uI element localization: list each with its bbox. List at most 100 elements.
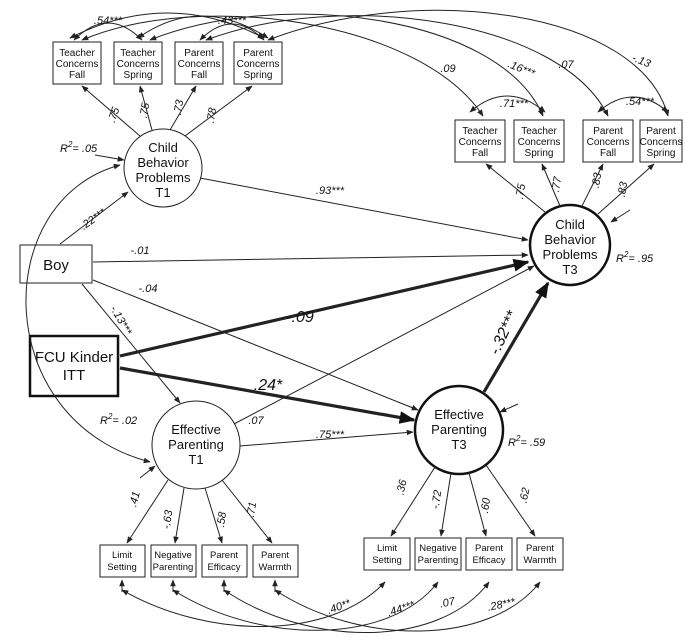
r2-cbp-t1-value: = .05 xyxy=(72,143,98,155)
ep3-efficacy-line2: Efficacy xyxy=(472,555,505,566)
path-label-ep1-ep3: .75*** xyxy=(316,429,345,441)
path-label-boy-cbp3: -.01 xyxy=(131,245,150,257)
load-cbp1-ts xyxy=(138,85,153,131)
cbp-t3-line1: Child xyxy=(555,217,585,232)
load-label-ep3-neg: -.72 xyxy=(430,489,445,509)
load-ep1-limit xyxy=(126,479,169,544)
cov-arc-t3-teacher xyxy=(469,95,546,113)
ep3-limit-box: Limit Setting xyxy=(363,537,411,571)
load-label-cbp3-pf: .83 xyxy=(590,171,605,189)
disturbance-ep1 xyxy=(139,465,156,479)
load-ep1-warm xyxy=(221,479,273,544)
load-ep3-neg xyxy=(439,472,452,537)
ep-t1-line1: Effective xyxy=(171,422,221,437)
t3-parent-fall-line2: Concerns xyxy=(587,137,630,148)
disturbance-cbp1 xyxy=(94,154,125,162)
load-ep3-limit xyxy=(390,466,436,537)
t1-teacher-spring-line1: Teacher xyxy=(120,48,156,59)
t1-teacher-spring-line3: Spring xyxy=(124,70,153,81)
ep3-negative-box: Negative Parenting xyxy=(414,537,462,571)
load-label-ep1-warm: .71 xyxy=(245,501,259,518)
cov-arc-cbp1-ep1 xyxy=(25,163,151,464)
ep1-negative-line1: Negative xyxy=(154,550,192,561)
load-label-cbp1-ps: .78 xyxy=(205,106,220,124)
r2-cbp-t3: R2= .95 xyxy=(616,250,654,265)
ep1-efficacy-box: Parent Efficacy xyxy=(201,544,248,578)
load-label-cbp1-pf: .73 xyxy=(172,98,187,116)
t3-teacher-fall-box: Teacher Concerns Fall xyxy=(454,119,506,163)
ep-t3-line1: Effective xyxy=(434,407,484,422)
r2-ep-t3-label: R2= .59 xyxy=(508,434,545,449)
load-label-cbp3-ps: .83 xyxy=(616,180,631,198)
r2-cbp-t1: R2= .05 xyxy=(60,140,98,155)
t3-teacher-fall-line2: Concerns xyxy=(459,137,502,148)
path-fcu-ep3 xyxy=(119,366,416,424)
t3-parent-spring-line2: Concerns xyxy=(640,137,683,148)
cov-label-cross-teacher-fall: .09 xyxy=(440,63,455,75)
ep1-warmth-box: Parent Warmth xyxy=(252,544,299,578)
t3-teacher-fall-line3: Fall xyxy=(472,148,488,159)
cbp-t1-line2: Behavior xyxy=(137,155,189,170)
cbp-t1-line4: T1 xyxy=(155,185,170,200)
cov-label-ep-limit: .40** xyxy=(326,597,353,617)
r2-ep-t1: R2= .02 xyxy=(100,412,137,427)
ep1-limit-box: Limit Setting xyxy=(99,544,146,578)
load-label-ep1-neg: -.63 xyxy=(161,508,176,529)
fcu-box: FCU Kinder ITT xyxy=(28,334,120,398)
ep3-warmth-line2: Warmth xyxy=(524,555,557,566)
path-boy-cbp3 xyxy=(92,252,529,263)
load-ep3-warm xyxy=(485,464,536,537)
ep1-limit-line2: Setting xyxy=(107,562,137,573)
cbp-t3-line3: Problems xyxy=(543,247,598,262)
latent-cbp-t3: Child Behavior Problems T3 xyxy=(528,203,612,287)
ep1-efficacy-line1: Parent xyxy=(210,550,238,561)
latent-cbp-t1: Child Behavior Problems T1 xyxy=(123,128,203,208)
r2-ep-t1-label: R2= .02 xyxy=(100,412,137,427)
latent-ep-t1: Effective Parenting T1 xyxy=(151,400,241,490)
load-cbp3-pf xyxy=(581,163,604,207)
ep3-efficacy-box: Parent Efficacy xyxy=(465,537,513,571)
path-label-boy-ep3: -.04 xyxy=(139,283,158,295)
fcu-line1: FCU Kinder xyxy=(35,349,113,366)
path-label-ep3-cbp3: -.32*** xyxy=(486,308,521,358)
t1-parent-fall-line2: Concerns xyxy=(178,59,221,70)
load-label-cbp1-tf: .75 xyxy=(106,105,123,124)
load-cbp1-pf xyxy=(169,85,197,131)
disturbance-cbp3 xyxy=(610,209,631,223)
path-cbp1-cbp3 xyxy=(199,177,529,242)
ep3-warmth-box: Parent Warmth xyxy=(516,537,564,571)
t3-teacher-spring-line2: Concerns xyxy=(518,137,561,148)
cov-label-cross-parent-fall: .07 xyxy=(558,59,574,71)
cov-label-cross-teacher-spring: .16*** xyxy=(506,58,537,80)
cov-arc-ep-negative xyxy=(172,581,439,631)
t1-parent-spring-line3: Spring xyxy=(244,70,273,81)
load-cbp1-ps xyxy=(184,85,253,137)
t1-parent-fall-box: Parent Concerns Fall xyxy=(174,41,224,85)
ep1-efficacy-line2: Efficacy xyxy=(207,562,240,573)
path-label-fcu-ep3: .24* xyxy=(254,377,283,394)
ep1-warmth-line2: Warmth xyxy=(259,562,292,573)
cbp-t1-line3: Problems xyxy=(136,170,191,185)
fcu-line2: ITT xyxy=(63,367,86,384)
t1-parent-fall-line1: Parent xyxy=(184,48,214,59)
t3-parent-fall-line3: Fall xyxy=(600,148,616,159)
load-label-ep1-limit: .41 xyxy=(127,490,143,508)
t1-parent-spring-box: Parent Concerns Spring xyxy=(233,41,283,85)
load-label-ep3-limit: .36 xyxy=(395,478,410,496)
ep-t1-line2: Parenting xyxy=(168,437,224,452)
path-label-ep1-cbp3: .07 xyxy=(248,415,264,427)
ep3-warmth-line1: Parent xyxy=(526,543,554,554)
t1-teacher-fall-line1: Teacher xyxy=(59,48,95,59)
t1-teacher-fall-line3: Fall xyxy=(69,70,85,81)
t1-parent-fall-line3: Fall xyxy=(191,70,207,81)
ep3-limit-line1: Limit xyxy=(377,543,397,554)
cov-arc-t3-parent xyxy=(597,96,669,113)
path-label-cbp1-cbp3: .93*** xyxy=(316,185,345,197)
disturbance-ep3 xyxy=(499,403,519,413)
load-cbp3-ps xyxy=(597,163,655,215)
cov-label-ep-warmth: .28*** xyxy=(486,596,517,614)
cov-label-t3-teacher: .71*** xyxy=(500,98,529,110)
latent-ep-t3: Effective Parenting T3 xyxy=(413,384,505,476)
cov-arc-ep-limit xyxy=(121,581,386,627)
